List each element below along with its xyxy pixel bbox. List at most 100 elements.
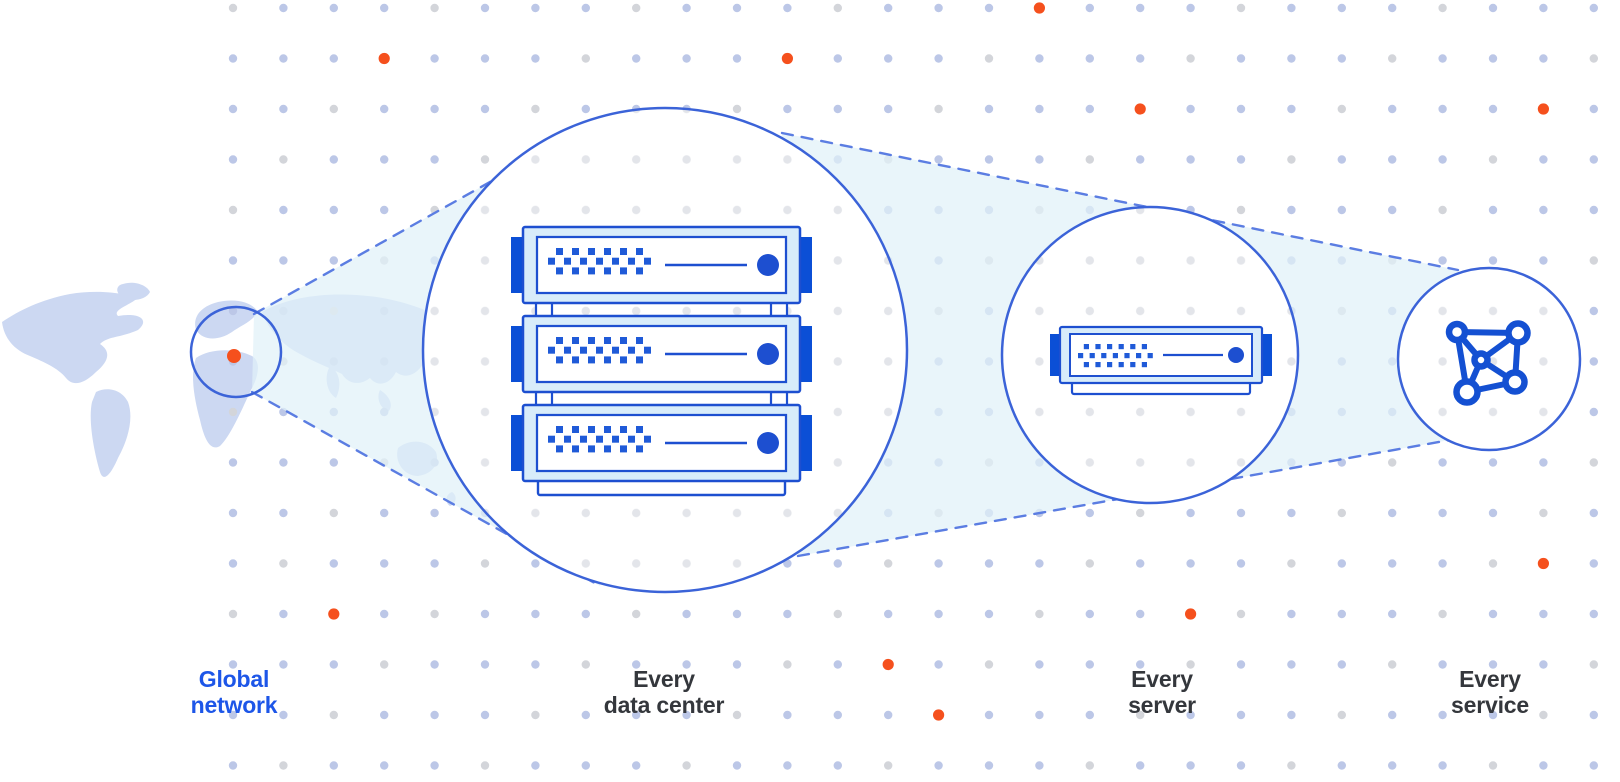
grid-dot [1388,104,1397,114]
grid-dot [1236,155,1246,164]
grid-dot [581,3,590,13]
server-matrix-square [604,426,611,433]
map-highlight-circle [189,305,283,399]
grid-dot [480,761,490,770]
server-matrix-square [1089,353,1095,359]
grid-dot [1438,609,1447,619]
server-matrix-square [556,248,563,255]
grid-dot [1035,104,1044,114]
grid-dot [1539,3,1548,13]
grid-dot [833,3,842,13]
grid-dot [1589,205,1599,215]
grid-dot [934,104,943,114]
label-line: server [1128,692,1196,718]
grid-dot [682,660,691,669]
server-matrix-square [636,356,643,364]
graph-node [1445,320,1469,344]
grid-dot [380,205,389,215]
grid-dot [1438,54,1447,63]
grid-dot [1236,3,1246,13]
grid-dot [279,256,288,265]
server-side-tab [511,237,524,293]
grid-dot [430,508,439,518]
grid-dot [531,660,540,669]
server-matrix-square [636,248,643,255]
grid-dot [884,54,893,63]
server-matrix-square [604,337,611,344]
grid-dot [1035,609,1044,619]
grid-dot [934,155,943,164]
grid-dot [732,104,742,114]
grid-dot [884,3,893,13]
grid-dot [984,54,994,63]
grid-dot [1539,54,1548,63]
grid-dot [430,710,439,720]
grid-dot [1488,256,1498,265]
server-matrix-square [572,248,579,255]
grid-dot [1337,104,1347,114]
continent-greenland [117,282,150,300]
grid-dot [1488,508,1498,518]
server-panel [535,324,788,384]
grid-dot [1085,710,1095,720]
grid-dot [1438,660,1447,669]
grid-dot [1589,155,1599,164]
grid-dot [732,54,742,63]
grid-dot [430,54,439,63]
server-matrix-square [644,257,651,265]
server-matrix-square [588,426,595,433]
server-matrix-square [604,248,611,255]
grid-dot [228,104,238,114]
server-status-dot [757,343,779,365]
grid-dot [1589,559,1599,568]
server-matrix-square [1112,353,1118,359]
grid-dot [632,660,641,669]
grid-dot [732,660,742,669]
grid-dot [1438,155,1447,164]
grid-dot [1136,660,1145,669]
grid-dot [329,54,338,63]
grid-dot [1035,761,1044,770]
server-matrix-square [644,346,651,354]
grid-dot [228,710,238,720]
grid-dot [329,256,338,265]
grid-dot [1085,559,1095,568]
grid-dot [833,609,842,619]
graph-node [1502,369,1528,395]
server-matrix-square [1101,353,1107,359]
grid-dot [1085,761,1095,770]
grid-dot [430,609,439,619]
grid-dot [1388,205,1397,215]
grid-dot [1085,54,1095,63]
graph-node [1505,320,1531,346]
grid-dot [1488,155,1498,164]
grid-dot [329,155,338,164]
grid-dot [1539,609,1548,619]
grid-dot [531,559,540,568]
grid-dot [934,54,943,63]
grid-dot [984,559,994,568]
server-icon [1050,325,1272,396]
server-matrix-square [564,435,571,443]
grid-dot [884,559,893,568]
grid-dot [1589,761,1599,770]
server-side-tab [799,326,812,382]
grid-dot [984,155,994,164]
grid-dot [732,761,742,770]
server-matrix-square [588,356,595,364]
grid-dot [531,761,540,770]
grid-dot [984,609,994,619]
grid-dot [1438,559,1447,568]
grid-dot [1438,205,1447,215]
grid-dot [1035,710,1044,720]
grid-dot [228,3,238,13]
grid-dot [1539,155,1548,164]
server-matrix-square [580,257,587,265]
grid-dot [480,3,490,13]
grid-dot [1589,54,1599,63]
server-matrix-square [1083,344,1089,350]
accent-dot [1185,608,1197,620]
grid-dot [1589,609,1599,619]
grid-dot [329,660,338,669]
